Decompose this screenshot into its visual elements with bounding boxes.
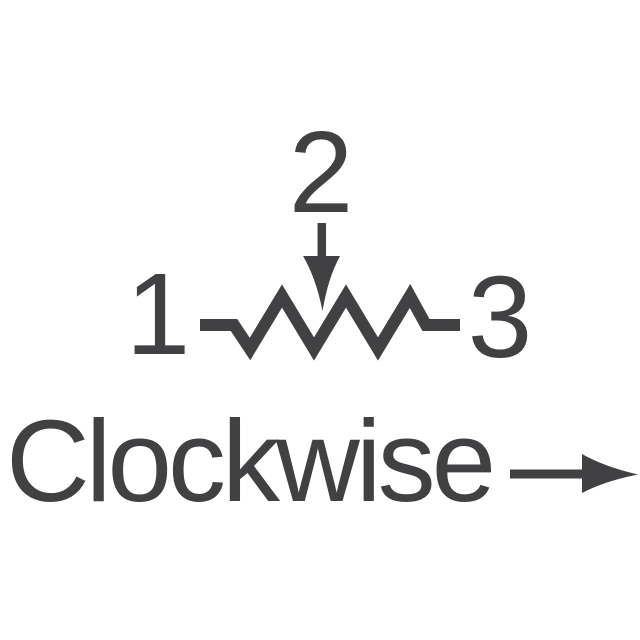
clockwise-arrow-icon [510,454,638,493]
terminal-2-label: 2 [288,107,354,237]
clockwise-label: Clockwise [6,396,496,526]
terminal-1-label: 1 [125,249,191,379]
resistor-zigzag [200,284,460,361]
terminal-3-label: 3 [467,252,533,382]
wiper-arrow-icon [303,223,340,311]
